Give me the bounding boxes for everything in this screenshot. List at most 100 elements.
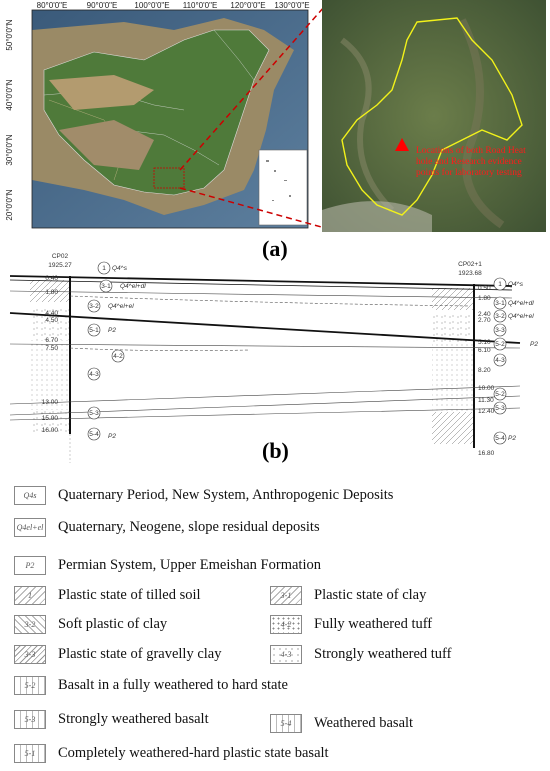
depth-label: 8.20 [478, 367, 491, 374]
depth-label: 16.00 [42, 427, 59, 434]
layer-marker [97, 261, 111, 275]
geo-symbol: Q4^s [508, 281, 524, 288]
legend-swatch: 1 [14, 586, 46, 605]
legend-basalt-strong: 5-3 Strongly weathered basalt [14, 710, 209, 729]
legend-basalt-weathered: 5-4 Weathered basalt [270, 714, 413, 733]
layer-number: 5-3 [89, 410, 99, 417]
legend-swatch: 5-1 [14, 744, 46, 763]
legend-swatch: 3-1 [270, 586, 302, 605]
depth-label: 1.80 [45, 289, 58, 296]
location-text: Locations of both Road Heat hole and Res… [416, 146, 526, 178]
layer-number: 5-2 [495, 391, 505, 398]
layer-number: 5-3 [495, 405, 505, 412]
depth-label: 5.10 [478, 339, 491, 346]
lat-tick-label: 20°0'0"N [5, 189, 14, 220]
legend-swatch: P2 [14, 556, 46, 575]
depth-label: 15.00 [42, 415, 59, 422]
layer-marker [493, 431, 507, 445]
depth-label: 0.40 [45, 275, 58, 282]
geo-symbol: Q4^s [112, 265, 128, 272]
lon-tick-label: 120°0'0"E [230, 1, 265, 10]
layer-marker [87, 427, 101, 441]
legend-symbol-p2: P2 Permian System, Upper Emeishan Format… [14, 556, 321, 575]
plateau-region [59, 120, 154, 170]
layer-marker [493, 337, 507, 351]
layer-marker [493, 387, 507, 401]
depth-label: 6.70 [45, 337, 58, 344]
legend-swatch: 5-4 [270, 714, 302, 733]
layer-number: 3-2 [89, 303, 99, 310]
layer-number: 4-3 [495, 357, 505, 364]
layer-marker [87, 323, 101, 337]
legend-swatch: Q4el+el [14, 518, 46, 537]
legend-swatch: 4-2 [270, 615, 302, 634]
satellite-map: Locations of both Road Heat hole and Res… [322, 0, 546, 232]
layer-number: 4-2 [113, 353, 123, 360]
lat-tick-label: 30°0'0"N [5, 134, 14, 165]
layer-number: 5-1 [89, 327, 99, 334]
legend-strongly-weathered-tuff: 4-3 Strongly weathered tuff [270, 645, 451, 664]
legend-symbol-q4s: Q4s Quaternary Period, New System, Anthr… [14, 486, 393, 505]
layer-marker [493, 353, 507, 367]
inset-islands [266, 160, 291, 201]
layer-marker [87, 299, 101, 313]
legend-soft-clay: 3-2 Soft plastic of clay [14, 615, 167, 634]
study-area-box [153, 167, 185, 189]
layer-number: 4-3 [89, 371, 99, 378]
layer-marker [493, 309, 507, 323]
depth-label: 12.40 [478, 408, 495, 415]
location-marker-icon [395, 138, 409, 151]
depth-label: 4.50 [45, 317, 58, 324]
depth-label: 2.70 [478, 317, 491, 324]
layer-number: 5-4 [495, 435, 505, 442]
legend-swatch: 3-3 [14, 645, 46, 664]
geo-symbol: Q4^el+el [108, 303, 134, 310]
depth-label: 10.00 [478, 385, 495, 392]
layer-number: 3-1 [495, 300, 505, 307]
depth-label: 6.10 [478, 347, 491, 354]
layer-marker [493, 401, 507, 415]
legend-symbol-q4el: Q4el+el Quaternary, Neogene, slope resid… [14, 518, 320, 537]
legend-plastic-clay: 3-1 Plastic state of clay [270, 586, 426, 605]
depth-label: 16.80 [478, 450, 495, 457]
depth-label: 1.80 [478, 295, 491, 302]
desert-region [49, 75, 154, 110]
study-area-boundary [341, 17, 523, 216]
layer-number: 5-2 [495, 341, 505, 348]
geo-symbol: Q4^el+dl [508, 300, 534, 307]
legend-weathered-tuff: 4-2 Fully weathered tuff [270, 615, 432, 634]
geo-symbol: P2 [108, 327, 116, 334]
depth-label: 2.40 [478, 311, 491, 318]
legend-gravelly-clay: 3-3 Plastic state of gravelly clay [14, 645, 221, 664]
layer-marker [493, 277, 507, 291]
geo-symbol: Q4^el+el [508, 313, 534, 320]
lat-tick-label: 40°0'0"N [5, 79, 14, 110]
borehole-right-name: CP02+1 [458, 261, 482, 268]
depth-label: 4.40 [45, 310, 58, 317]
depth-label: 13.00 [42, 399, 59, 406]
borehole-right-elev: 1923.68 [458, 270, 482, 277]
legend-basalt-full: 5-2 Basalt in a fully weathered to hard … [14, 676, 288, 695]
layer-number: 1 [498, 281, 502, 288]
layer-marker [493, 296, 507, 310]
panel-label-b: (b) [262, 438, 289, 463]
layer-marker [493, 323, 507, 337]
legend-swatch: 3-2 [14, 615, 46, 634]
geo-symbol: P2 [530, 341, 538, 348]
layer-number: 3-3 [495, 327, 505, 334]
geo-symbol: P2 [508, 435, 516, 442]
lon-tick-label: 130°0'0"E [274, 1, 309, 10]
depth-label: 11.30 [478, 397, 494, 404]
layer-marker [99, 279, 113, 293]
geo-symbol: P2 [108, 433, 116, 440]
geo-symbol: Q4^el+dl [120, 283, 146, 290]
legend-swatch: Q4s [14, 486, 46, 505]
legend-swatch: 5-2 [14, 676, 46, 695]
connector-lines [179, 5, 326, 229]
lon-tick-label: 100°0'0"E [134, 1, 169, 10]
layer-number: 5-4 [89, 431, 99, 438]
depth-label: 0.50 [478, 285, 491, 292]
lon-tick-label: 110°0'0"E [183, 1, 218, 10]
